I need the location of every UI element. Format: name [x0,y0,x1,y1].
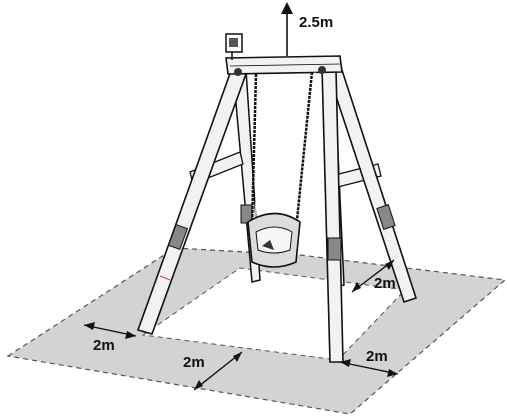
warning-mark [159,275,171,281]
chain-right-highlight [298,71,316,231]
dimension-arrow-left [83,322,137,339]
clearance-front-label: 2m [183,354,205,371]
dimension-arrow-right [339,359,399,377]
clearance-rear-right-label: 2m [374,275,396,292]
dimension-arrow-rear-right [351,259,395,293]
flag-icon [225,33,243,60]
arrow-up-icon [281,2,293,56]
height-label: 2.5m [299,14,333,31]
top-beam-edge [229,63,341,67]
clearance-left-label: 2m [93,337,115,354]
chain-left-highlight [254,73,260,229]
clamp-middle [327,237,342,261]
dimension-arrow-front [193,351,243,391]
chain-left [250,73,258,229]
bolt-left [234,68,242,76]
clearance-right-label: 2m [366,348,388,365]
seat-inner [255,226,293,254]
bolt-right [318,66,326,74]
clamp-left [167,223,189,251]
clamp-right [376,204,396,230]
seat-strap [262,240,274,250]
chain-right [294,71,314,231]
